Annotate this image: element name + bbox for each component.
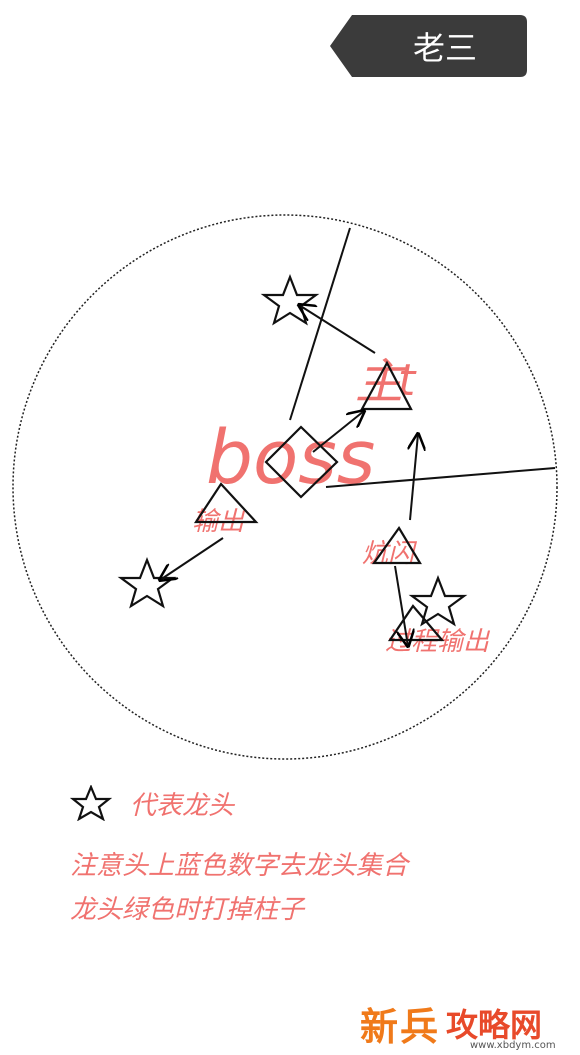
legend-star-text: 代表龙头 xyxy=(130,790,235,821)
label-transit-output: 过程输出 xyxy=(385,627,491,657)
watermark-logo: 新兵 攻略网 xyxy=(360,995,575,1051)
arena-circle xyxy=(12,214,558,760)
legend-star-row: 代表龙头 xyxy=(70,780,550,826)
watermark-brand: 新兵 xyxy=(360,1004,441,1049)
label-pulse: 炕闪 xyxy=(362,539,418,569)
boss-diagram: boss 主 t 输出 炕闪 过程输出 xyxy=(12,214,558,760)
watermark-site: 攻略网 xyxy=(446,1006,543,1044)
arrow-output-to-star xyxy=(160,537,224,580)
triangle-output xyxy=(193,482,259,524)
arrow-tank-to-star xyxy=(299,305,376,354)
tag-label: 老三 xyxy=(412,29,477,67)
triangle-tank xyxy=(360,360,413,411)
star-icon-top xyxy=(260,273,320,326)
watermark-url: www.xbdym.com xyxy=(470,1040,556,1051)
arrow-pulse-up xyxy=(410,434,418,521)
note-line: 龙头绿色时打掉柱子 xyxy=(70,895,305,925)
triangle-pulse xyxy=(371,525,422,565)
header-tag[interactable] xyxy=(0,0,580,100)
legend: 代表龙头 注意头上蓝色数字去龙头集合 龙头绿色时打掉柱子 xyxy=(70,780,550,932)
star-icon-legend xyxy=(70,785,112,821)
arrow-pulse-down xyxy=(394,565,408,646)
pillar-line-right xyxy=(325,467,556,488)
star-icon-left xyxy=(117,556,177,609)
arrow-boss-to-tank xyxy=(312,411,364,453)
boss-diamond xyxy=(264,425,339,499)
tag-shape xyxy=(330,15,527,77)
triangle-transit xyxy=(387,604,445,642)
note-line: 注意头上蓝色数字去龙头集合 xyxy=(70,851,409,881)
pillar-line-top xyxy=(289,227,351,421)
boss-suffix-b: t xyxy=(398,355,417,406)
star-icon-right xyxy=(408,574,468,627)
notes: 注意头上蓝色数字去龙头集合 龙头绿色时打掉柱子 xyxy=(70,844,550,932)
